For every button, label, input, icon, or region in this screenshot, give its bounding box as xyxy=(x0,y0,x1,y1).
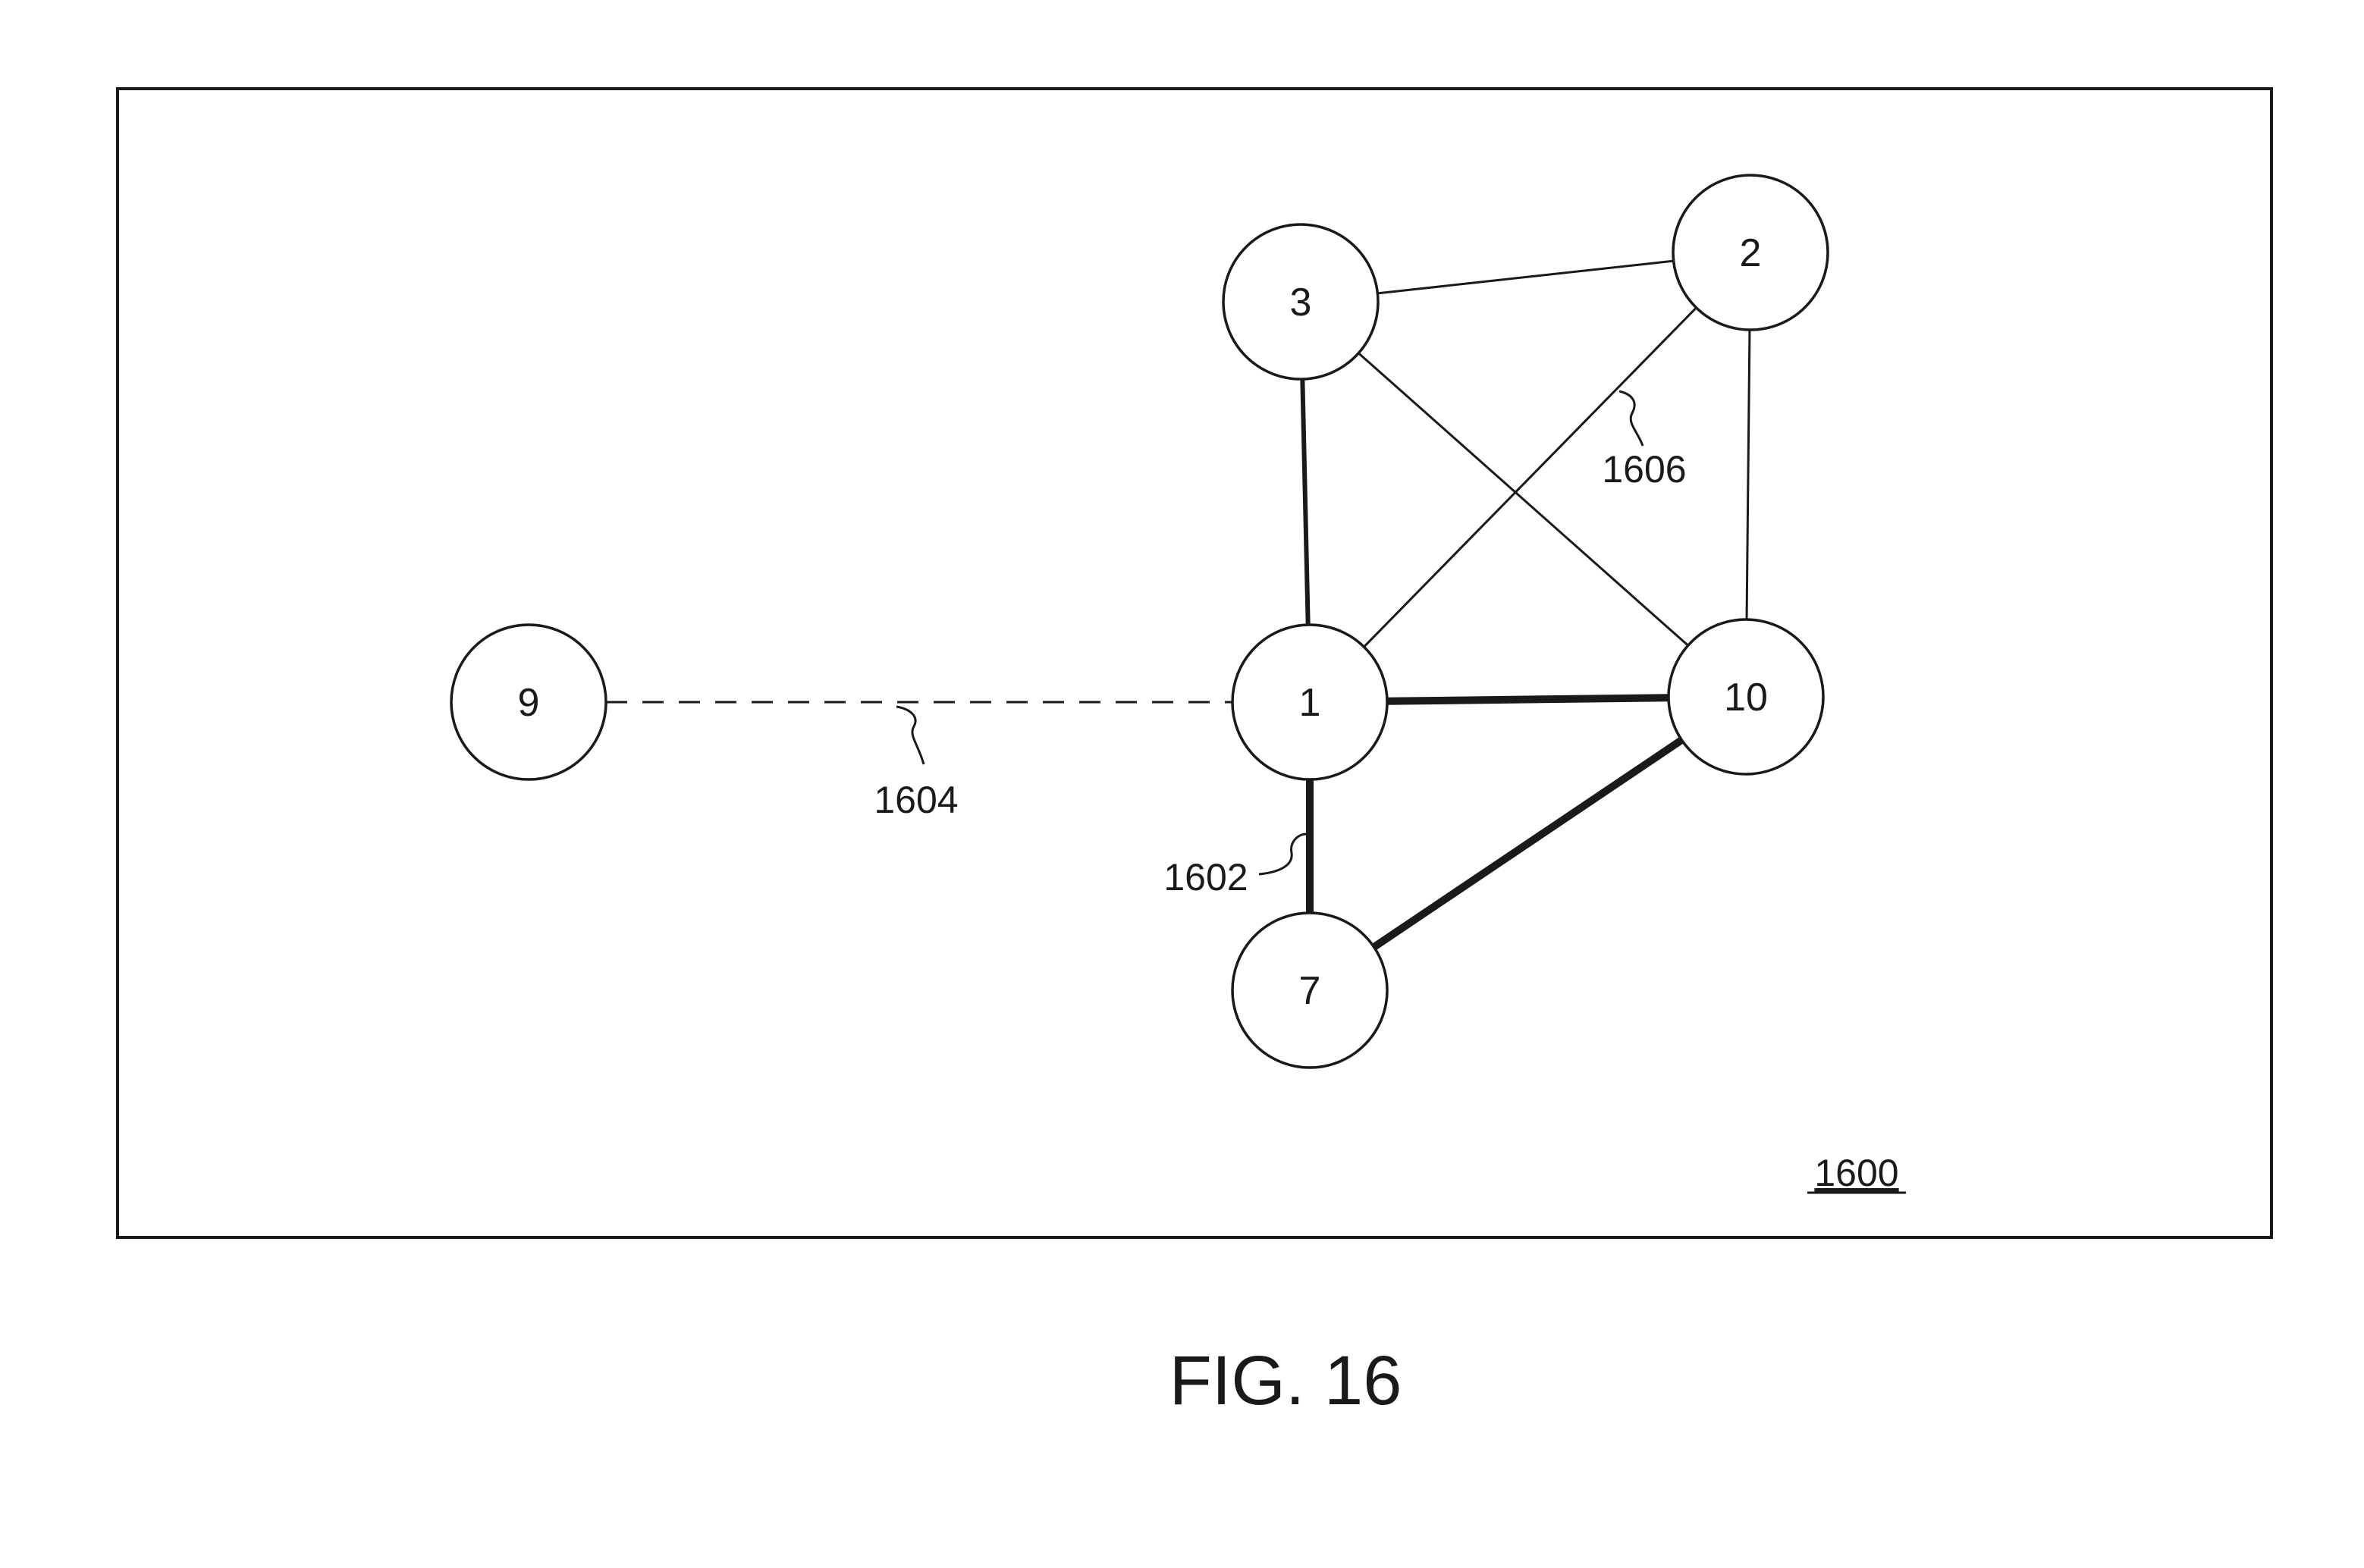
node-7: 7 xyxy=(1232,913,1387,1068)
callout-label-1604: 1604 xyxy=(874,779,958,821)
node-9: 9 xyxy=(451,625,606,779)
edge-3-1 xyxy=(1302,379,1308,625)
nodes-layer: 3 2 9 1 10 7 xyxy=(451,175,1828,1068)
callout-leader-1602 xyxy=(1259,834,1306,874)
figure-reference-number: 1600 xyxy=(1814,1152,1898,1194)
node-label-10: 10 xyxy=(1724,676,1768,720)
edge-2-10 xyxy=(1747,330,1750,619)
node-1: 1 xyxy=(1232,625,1387,779)
node-3: 3 xyxy=(1223,224,1378,379)
edge-1-10 xyxy=(1387,698,1669,701)
figure-caption: FIG. 16 xyxy=(1169,1342,1402,1419)
node-label-7: 7 xyxy=(1299,969,1321,1013)
edge-3-2 xyxy=(1377,261,1673,293)
node-label-2: 2 xyxy=(1740,231,1762,275)
node-label-1: 1 xyxy=(1299,681,1321,725)
node-label-9: 9 xyxy=(518,681,540,725)
edge-10-7 xyxy=(1374,740,1682,947)
callout-label-1606: 1606 xyxy=(1602,448,1686,491)
figure-border xyxy=(118,89,2271,1237)
callout-label-1602: 1602 xyxy=(1163,856,1248,898)
callout-leader-1604 xyxy=(896,707,924,764)
edges-layer xyxy=(606,261,1750,947)
node-2: 2 xyxy=(1673,175,1828,330)
node-10: 10 xyxy=(1669,619,1823,774)
callout-leader-1606 xyxy=(1619,391,1643,446)
node-label-3: 3 xyxy=(1290,281,1312,325)
